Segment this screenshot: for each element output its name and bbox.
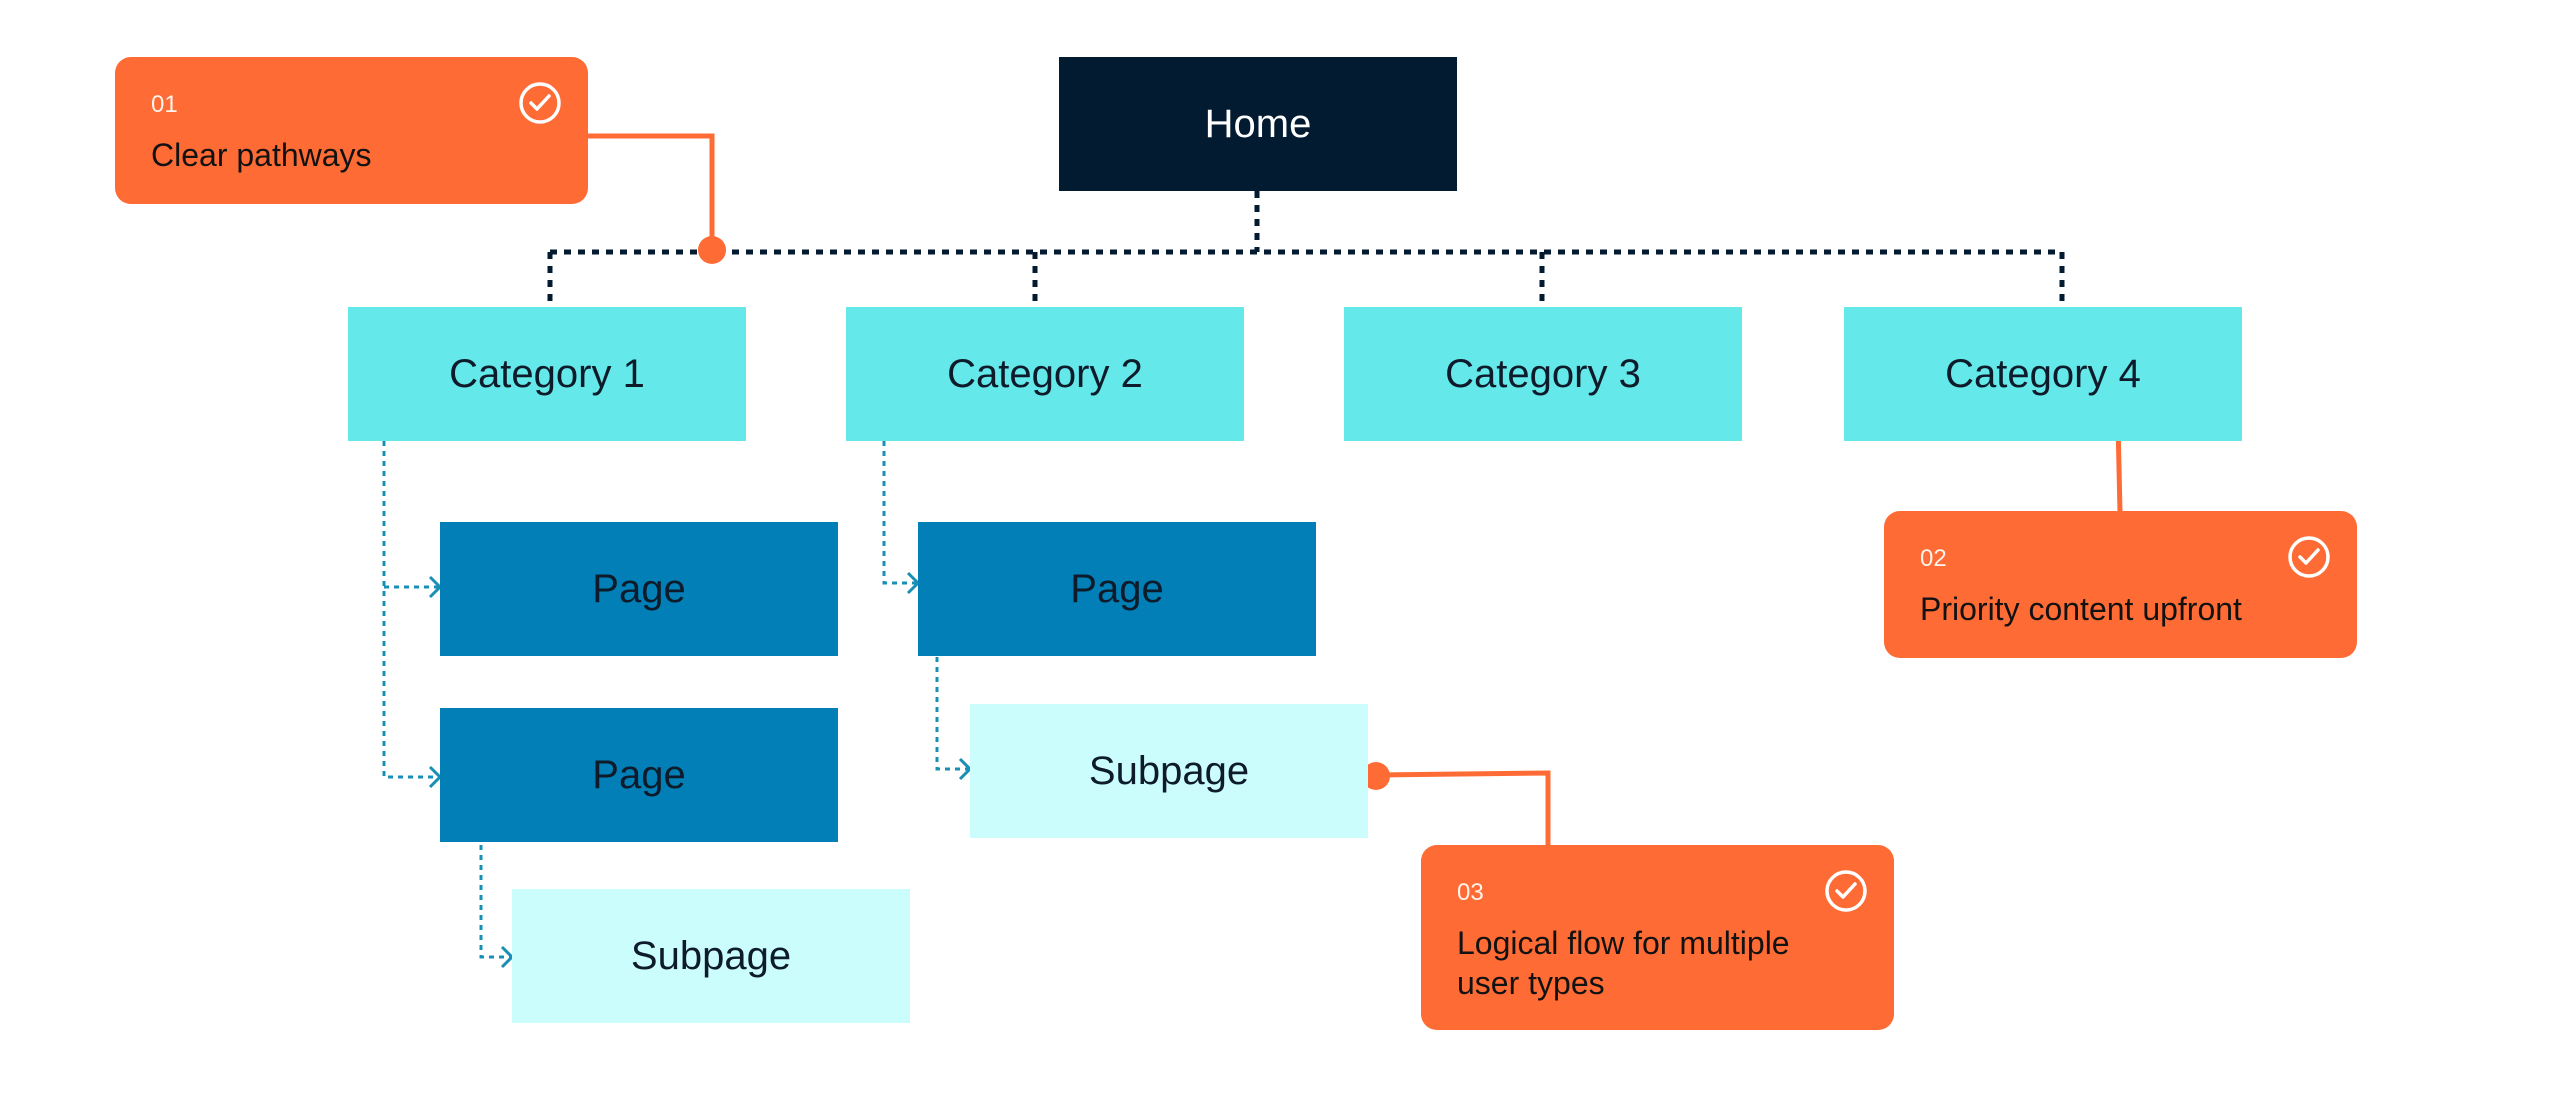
category-label: Category 2	[947, 351, 1143, 396]
check-circle-icon	[1825, 870, 1867, 912]
home-node: Home	[1059, 57, 1457, 191]
callout-number: 03	[1457, 879, 1484, 906]
page-node: Page	[440, 522, 838, 656]
subpage-label: Subpage	[630, 933, 792, 978]
subpage-node: Subpage	[512, 889, 910, 1023]
callout-03: 03 Logical flow for multiple user types	[1421, 845, 1894, 1030]
category-1-node: Category 1	[348, 307, 746, 441]
callout-number: 01	[151, 91, 178, 118]
category-label: Category 3	[1445, 351, 1641, 396]
hierarchy-connectors	[547, 191, 2065, 307]
callout-01: 01 Clear pathways	[115, 57, 588, 204]
category-label: Category 1	[449, 351, 645, 396]
page-node: Page	[440, 708, 838, 842]
callout-02: 02 Priority content upfront	[1884, 511, 2357, 658]
home-label: Home	[1204, 101, 1312, 146]
callout-number: 02	[1920, 545, 1947, 572]
page-label: Page	[1070, 566, 1164, 611]
page-label: Page	[592, 752, 686, 797]
category-3-node: Category 3	[1344, 307, 1742, 441]
subpage-node: Subpage	[970, 704, 1368, 838]
callout-text: Logical flow for multiple user types	[1457, 925, 1790, 1001]
check-circle-icon	[519, 82, 561, 124]
page-node: Page	[918, 522, 1316, 656]
category-4-node: Category 4	[1844, 307, 2242, 441]
category-label: Category 4	[1945, 351, 2141, 396]
child-connectors	[382, 441, 970, 959]
category-2-node: Category 2	[846, 307, 1244, 441]
callout-text: Clear pathways	[151, 137, 372, 173]
subpage-label: Subpage	[1088, 748, 1250, 793]
callout-text: Priority content upfront	[1920, 591, 2242, 627]
check-circle-icon	[2288, 536, 2330, 578]
page-label: Page	[592, 566, 686, 611]
